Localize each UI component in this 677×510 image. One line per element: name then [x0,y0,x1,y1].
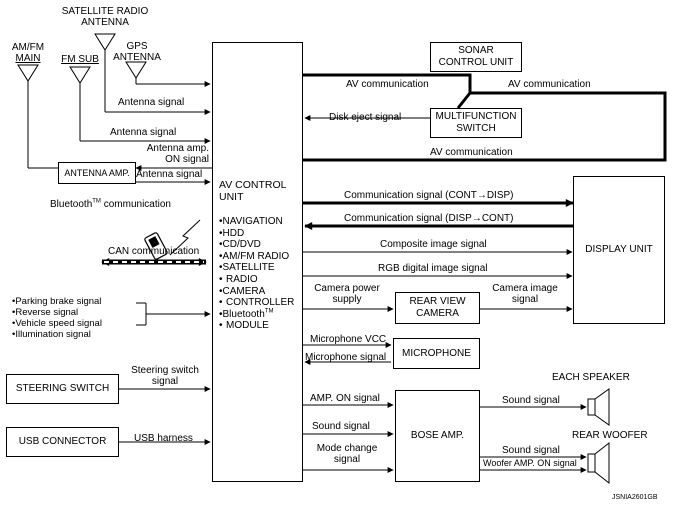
display-unit-box: DISPLAY UNIT [573,176,665,324]
amp-on-label: AMP. ON signal [310,393,380,404]
sound-signal-label-3: Sound signal [502,445,560,456]
feature-item: CD/DVD [219,239,294,251]
vehicle-input-item: Vehicle speed signal [12,318,102,329]
av-communication-bus [303,73,667,162]
comm-disp-cont-label: Communication signal (DISP→CONT) [344,213,514,224]
sound-signal-label-2: Sound signal [502,395,560,406]
feature-item: CAMERA [219,286,294,298]
av-comm-label-1: AV communication [346,79,429,90]
vehicle-inputs-list: Parking brake signal Reverse signal Vehi… [12,296,102,340]
amfm-main-antenna-icon [17,64,58,169]
bluetooth-wireless-icon [169,219,201,256]
usb-connector-box: USB CONNECTOR [6,427,119,457]
av-feature-list: NAVIGATION HDD CD/DVD AM/FM RADIO SATELL… [219,216,295,332]
vehicle-input-item: Parking brake signal [12,296,102,307]
feature-item: •MODULE [219,320,294,332]
vehicle-inputs-bracket [136,302,211,326]
feature-item: AM/FM RADIO [219,251,294,263]
bluetooth-comm-label: BluetoothTM communication [50,198,171,210]
fm-sub-antenna-icon [69,66,211,144]
usb-harness-label: USB harness [134,433,193,444]
composite-image-label: Composite image signal [380,239,487,250]
disk-eject-label: Disk eject signal [329,112,402,123]
antenna-amp-box: ANTENNA AMP. [58,162,136,184]
sound-signal-label-1: Sound signal [312,421,370,432]
av-comm-label-3: AV communication [430,147,513,158]
fm-sub-label: FM SUB [61,54,99,65]
comm-cont-disp-label: Communication signal (CONT→DISP) [344,190,514,201]
microphone-vcc-label: Microphone VCC [310,334,387,345]
av-comm-label-2: AV communication [508,79,591,90]
satellite-antenna-icon [94,33,211,115]
can-comm-label: CAN communication [108,246,200,257]
feature-item: •CONTROLLER [219,297,294,309]
feature-item: BluetoothTM [219,308,294,321]
phone-icon [144,232,168,260]
vehicle-input-item: Illumination signal [12,329,102,340]
each-speaker-label: EACH SPEAKER [552,372,630,383]
antenna-amp-label: ANTENNA AMP. [64,168,130,178]
feature-item: NAVIGATION [219,216,294,228]
feature-item: SATELLITE [219,262,294,274]
rgb-image-label: RGB digital image signal [378,263,488,274]
rear-woofer-label: REAR WOOFER [572,430,648,441]
antenna-signal-label-2: Antenna signal [110,127,177,138]
bose-amp-box: BOSE AMP. [395,390,480,482]
figure-code: JSNIA2601GB [612,494,658,501]
antenna-signal-label-3: Antenna signal [136,169,203,180]
antenna-signal-label-1: Antenna signal [118,97,185,108]
microphone-signal-label: Microphone signal [305,352,387,363]
speaker-icon [587,388,610,426]
feature-item: •RADIO [219,274,294,286]
microphone-box: MICROPHONE [393,338,480,369]
woofer-icon [587,441,610,485]
feature-item: HDD [219,228,294,240]
steering-switch-box: STEERING SWITCH [6,374,119,404]
vehicle-input-item: Reverse signal [12,307,102,318]
antenna-amp-on-label: Antenna amp.ON signal [146,143,209,165]
multifunction-bus-link [456,92,472,109]
woofer-amp-on-label: Woofer AMP. ON signal [483,458,577,468]
gps-antenna-icon [125,61,211,87]
